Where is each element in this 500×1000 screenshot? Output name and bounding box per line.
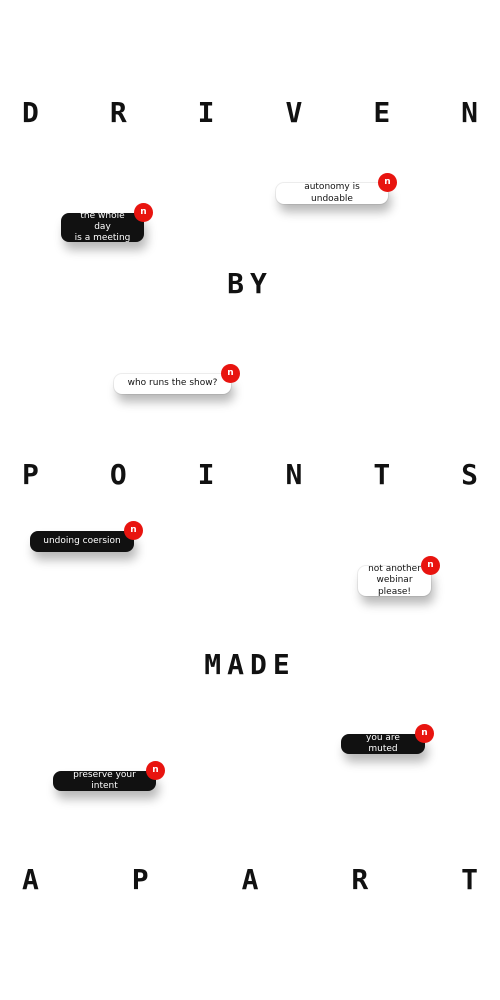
letter: O xyxy=(109,458,127,491)
notification-badge: n xyxy=(124,521,143,540)
letter: I xyxy=(197,96,215,129)
letter: S xyxy=(461,458,478,491)
notification-bubble: not another webinar please! n xyxy=(358,556,440,597)
notification-bubble: who runs the show? n xyxy=(114,364,240,394)
notification-badge: n xyxy=(421,556,440,575)
bubble-text: undoing coersion xyxy=(43,535,121,546)
notification-badge: n xyxy=(146,761,165,780)
notification-bubble: undoing coersion n xyxy=(30,521,143,552)
word-apart: A P A R T xyxy=(22,866,478,894)
word-by: BY xyxy=(227,267,273,300)
letter: N xyxy=(285,458,303,491)
notification-bubble: preserve your intent n xyxy=(53,761,165,791)
letter: A xyxy=(241,863,259,896)
letter: I xyxy=(197,458,215,491)
letter: E xyxy=(373,96,391,129)
notification-bubble: you are muted n xyxy=(341,724,434,754)
bubble-text: autonomy is undoable xyxy=(304,182,360,204)
bubble-text: who runs the show? xyxy=(127,378,218,389)
bubble-text: preserve your intent xyxy=(73,769,136,791)
letter: D xyxy=(22,96,39,129)
notification-badge: n xyxy=(134,203,153,222)
letter: R xyxy=(351,863,369,896)
letter: P xyxy=(22,458,39,491)
letter: R xyxy=(109,96,127,129)
word-made: MADE xyxy=(204,648,296,681)
notification-badge: n xyxy=(221,364,240,383)
notification-bubble: the whole day is a meeting n xyxy=(61,203,153,244)
letter: T xyxy=(373,458,391,491)
letter: N xyxy=(461,96,478,129)
bubble-text: you are muted xyxy=(366,732,400,754)
bubble-text: not another webinar please! xyxy=(368,564,421,597)
notification-badge: n xyxy=(378,173,397,192)
letter: A xyxy=(22,863,39,896)
letter: V xyxy=(285,96,303,129)
notification-bubble: autonomy is undoable n xyxy=(276,173,397,204)
letter: P xyxy=(131,863,149,896)
word-points: P O I N T S xyxy=(22,461,478,489)
notification-badge: n xyxy=(415,724,434,743)
word-driven: D R I V E N xyxy=(22,99,478,127)
bubble-text: the whole day is a meeting xyxy=(74,210,131,244)
letter: T xyxy=(461,863,478,896)
